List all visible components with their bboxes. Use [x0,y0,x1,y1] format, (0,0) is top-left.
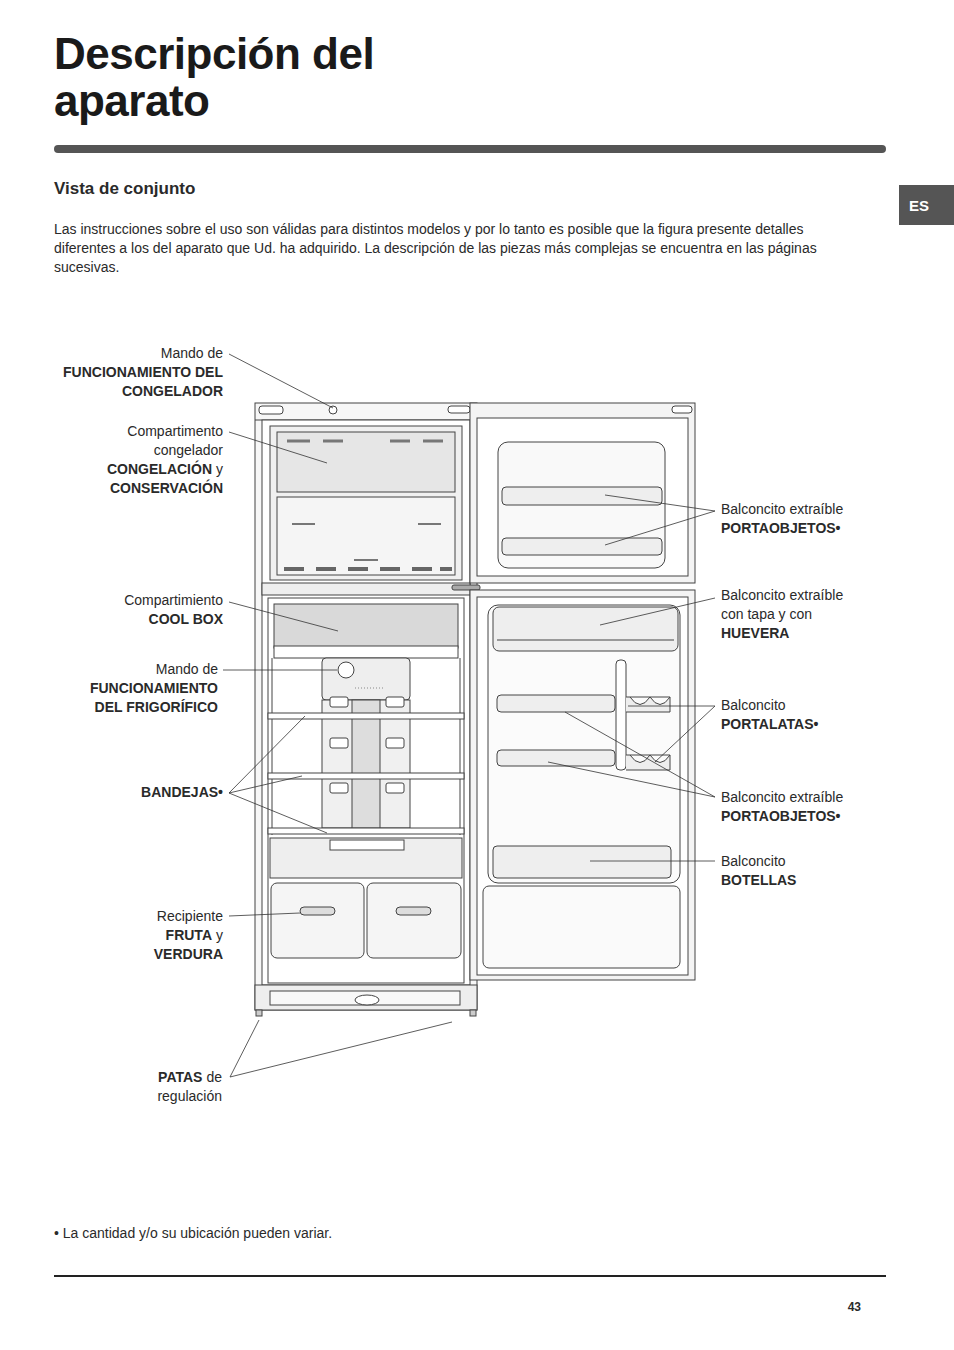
tab-text: ES [909,197,929,214]
callout-label: FUNCIONAMIENTO DEL FRIGORÍFICO [68,679,218,717]
callout-label: BOTELLAS [721,871,921,890]
text-group: RecipienteFRUTAyVERDURA [73,907,223,964]
intro-paragraph: Las instrucciones sobre el uso son válid… [54,220,854,277]
text-group: Vista de conjunto [54,178,474,200]
callout-label: Mando de [68,660,218,679]
text-group: BANDEJAS• [73,783,223,802]
leader-lines [223,354,715,1077]
callout-label: Balconcito extraíble con tapa y con [721,586,861,624]
callout-label: BANDEJAS• [73,783,223,802]
callout-label: y [216,461,223,477]
footer-rule [54,1275,886,1277]
text-group: Compartimento congeladorCONGELACIÓNyCONS… [98,422,223,498]
callout-label: HUEVERA [721,624,861,643]
callout-label: CONSERVACIÓN [98,479,223,498]
text-group: • La cantidad y/o su ubicación pueden va… [54,1224,654,1243]
text-group: PATASde regulación [132,1068,222,1106]
text-group: Mando deFUNCIONAMIENTO DEL FRIGORÍFICO [68,660,218,717]
footnote: • La cantidad y/o su ubicación pueden va… [54,1224,654,1243]
callout-label: y [216,927,223,943]
callout-label: Balconcito [721,852,921,871]
text-group: Mando deFUNCIONAMIENTO DEL CONGELADOR [53,344,223,401]
callout-label: Recipiente [73,907,223,926]
fridge-drawing [255,403,695,1016]
header-rule [54,145,886,153]
callout-label: FUNCIONAMIENTO DEL CONGELADOR [53,363,223,401]
callout-label: PORTAOBJETOS• [721,519,921,538]
callout-label: Mando de [53,344,223,363]
text-group: Balconcito extraíblePORTAOBJETOS• [721,788,921,826]
callout-label: Compartimiento [73,591,223,610]
callout-label: PATAS [158,1069,202,1085]
text-group: Balconcito extraíble con tapa y conHUEVE… [721,586,861,643]
text-group: BalconcitoBOTELLAS [721,852,921,890]
callout-label: CONGELACIÓN [107,461,212,477]
text-group: CompartimientoCOOL BOX [73,591,223,629]
callout-label: PORTAOBJETOS• [721,807,921,826]
page-title: Descripción del aparato [54,30,474,124]
callout-label: Compartimento congelador [98,422,223,460]
language-tab: ES [899,185,954,225]
text-group: 43 [801,1299,861,1315]
callout-label: VERDURA [73,945,223,964]
callout-label: Balconcito extraíble [721,788,921,807]
text-group: Balconcito extraíblePORTAOBJETOS• [721,500,921,538]
section-heading: Vista de conjunto [54,178,474,200]
page-number: 43 [801,1299,861,1315]
callout-label: PORTALATAS• [721,715,921,734]
callout-label: FRUTA [166,927,212,943]
text-group: Las instrucciones sobre el uso son válid… [54,220,854,277]
callout-label: COOL BOX [73,610,223,629]
text-group: BalconcitoPORTALATAS• [721,696,921,734]
callout-label: Balconcito [721,696,921,715]
callout-label: Balconcito extraíble [721,500,921,519]
